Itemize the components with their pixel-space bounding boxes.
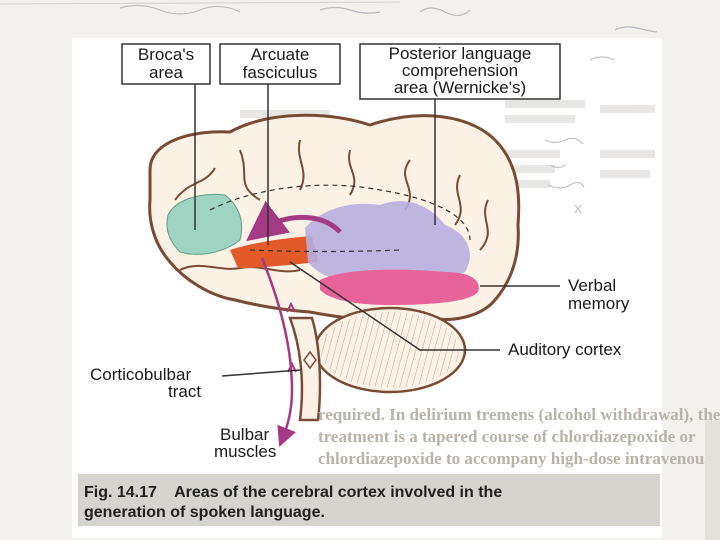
page-text-line1: required. In delirium tremens (alcohol w…	[318, 405, 720, 424]
verbal-memory-region	[320, 270, 479, 305]
brocas-area-label-line1: Broca's	[138, 45, 194, 64]
verbal-memory-label-line2: memory	[568, 294, 630, 313]
figure-caption-line1: Fig. 14.17 Areas of the cerebral cortex …	[84, 484, 502, 501]
arcuate-fasciculus-label-line2: fasciculus	[243, 63, 318, 82]
page-text-line3: chlordiazepoxide to accompany high-dose …	[318, 449, 711, 468]
brocas-area-label-line2: area	[149, 63, 184, 82]
figure-caption-line2: generation of spoken language.	[84, 504, 325, 521]
arcuate-fasciculus-label-line1: Arcuate	[251, 45, 310, 64]
auditory-cortex-label: Auditory cortex	[508, 340, 622, 359]
brocas-area-region	[167, 194, 242, 254]
corticobulbar-label-line2: tract	[168, 382, 201, 401]
page-text-line2: treatment is a tapered course of chlordi…	[318, 427, 696, 446]
bulbar-muscles-label-line2: muscles	[214, 442, 276, 461]
wernickes-label-line3: area (Wernicke's)	[394, 78, 526, 97]
verbal-memory-label-line1: Verbal	[568, 276, 616, 295]
scan-edge-shadow	[705, 420, 720, 540]
